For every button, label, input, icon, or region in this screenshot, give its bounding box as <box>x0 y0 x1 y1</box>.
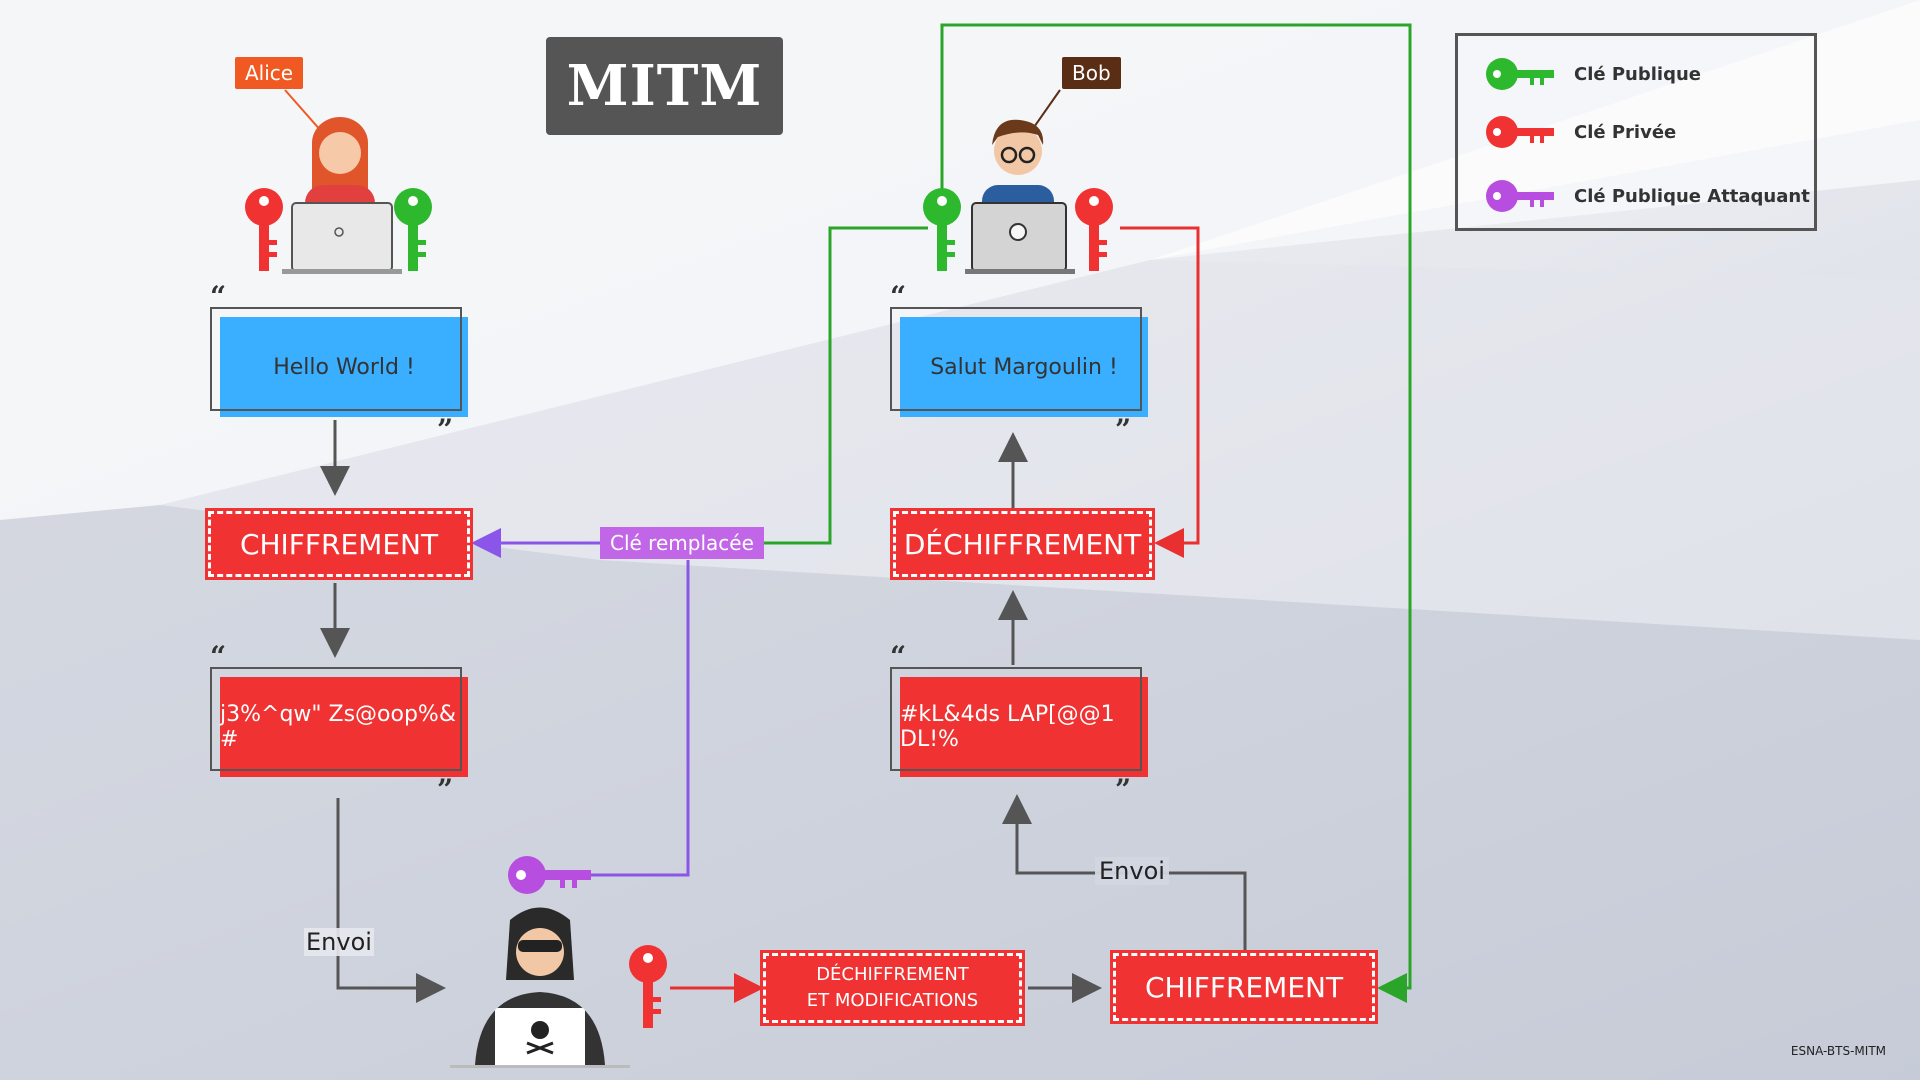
alice-encrypt-box: CHIFFREMENT <box>205 508 473 580</box>
attacker-private-key-icon <box>629 945 667 1028</box>
private-key-icon <box>1486 116 1554 148</box>
message-text: Hello World ! <box>220 317 468 417</box>
legend-label: Clé Publique <box>1574 63 1701 85</box>
message-frame <box>890 667 1142 771</box>
message-text: #kL&4ds LAP[@@1 DL!% <box>900 677 1148 777</box>
send-label-left: Envoi <box>304 928 374 956</box>
message-frame <box>210 307 462 411</box>
message-frame <box>210 667 462 771</box>
bob-public-key-icon <box>923 188 961 271</box>
alice-avatar <box>282 89 402 274</box>
legend: Clé Publique Clé Privée Clé Publique Att… <box>1455 33 1817 231</box>
legend-label: Clé Privée <box>1574 121 1677 143</box>
bob-tag: Bob <box>1062 57 1121 89</box>
open-quote-icon: “ <box>210 640 227 673</box>
alice-public-key-icon <box>394 188 432 271</box>
green-path-bob-to-attacker-encrypt <box>940 23 1412 1003</box>
close-quote-icon: ” <box>437 773 454 806</box>
attacker-avatar <box>450 907 630 1068</box>
close-quote-icon: ” <box>1115 773 1132 806</box>
purple-path-attacker-key <box>590 560 690 877</box>
alice-private-key-icon <box>245 188 283 271</box>
bob-decrypt-box: DÉCHIFFREMENT <box>890 508 1155 580</box>
attacker-encrypt-box: CHIFFREMENT <box>1110 950 1378 1024</box>
attacker-key-icon <box>1486 180 1554 212</box>
green-path-bob-to-label <box>764 226 928 545</box>
close-quote-icon: ” <box>1115 413 1132 446</box>
attacker-decrypt-line1: DÉCHIFFREMENT <box>816 964 969 985</box>
legend-label: Clé Publique Attaquant <box>1574 185 1810 207</box>
red-path-bob-private <box>1120 226 1200 558</box>
key-replaced-tag: Clé remplacée <box>600 527 764 559</box>
open-quote-icon: “ <box>210 280 227 313</box>
attacker-decrypt-line2: ET MODIFICATIONS <box>806 990 979 1011</box>
bob-private-key-icon <box>1075 188 1113 271</box>
page-title: MITM <box>546 37 783 135</box>
public-key-icon <box>1486 58 1554 90</box>
send-label-right: Envoi <box>1095 857 1169 885</box>
footer-credit: ESNA-BTS-MITM <box>1790 1044 1886 1058</box>
legend-item-public: Clé Publique <box>1484 56 1701 92</box>
open-quote-icon: “ <box>890 280 907 313</box>
message-text: Salut Margoulin ! <box>900 317 1148 417</box>
legend-item-attacker: Clé Publique Attaquant <box>1484 178 1810 214</box>
message-frame <box>890 307 1142 411</box>
open-quote-icon: “ <box>890 640 907 673</box>
attacker-public-key-icon <box>508 856 591 894</box>
legend-item-private: Clé Privée <box>1484 114 1676 150</box>
alice-tag: Alice <box>235 57 304 89</box>
bob-avatar <box>965 89 1075 274</box>
close-quote-icon: ” <box>437 413 454 446</box>
arrow-alice-send <box>336 798 446 1003</box>
attacker-decrypt-box: DÉCHIFFREMENT ET MODIFICATIONS <box>760 950 1025 1026</box>
message-text: j3%^qw" Zs@oop%& # <box>220 677 468 777</box>
